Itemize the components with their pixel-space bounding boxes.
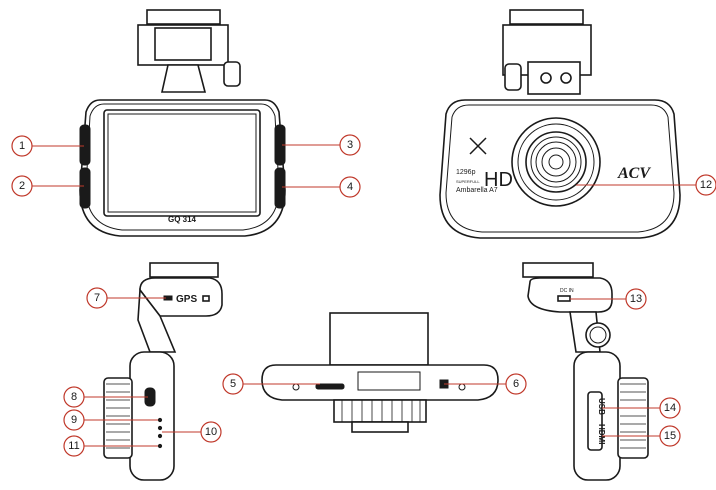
callout-label-11: 11 [68, 440, 79, 452]
callout-label-5: 5 [230, 378, 236, 390]
rear-mount-clip [509, 9, 584, 25]
callout-circle-8 [63, 386, 85, 408]
callout-label-13: 13 [630, 293, 642, 305]
side-right-port-panel [587, 391, 603, 451]
callout-circle-13 [625, 288, 647, 310]
bottom-sd-slot [315, 383, 345, 390]
front-view: GQ 314 [79, 9, 286, 237]
front-left-button-lower [79, 167, 91, 209]
rear-view: 1296p SUPERFULL HD Ambarella A7 ACV [439, 9, 681, 239]
side-right-mount-clip [522, 262, 594, 278]
callout-label-14: 14 [664, 402, 676, 414]
side-left-mount-clip [149, 262, 219, 278]
callout-label-7: 7 [94, 292, 100, 304]
side-left-gps-label: GPS [176, 294, 197, 305]
front-left-button-upper [79, 124, 91, 166]
callout-circle-14 [659, 397, 681, 419]
rear-body-inner [445, 104, 675, 233]
callout-circle-10 [200, 421, 222, 443]
rear-mount-joint [527, 61, 581, 95]
rear-mount-screw-right [560, 72, 572, 84]
callout-label-10: 10 [205, 426, 217, 438]
callout-label-2: 2 [19, 180, 25, 192]
bottom-lens-ridges [341, 400, 421, 422]
side-left-gps-housing [139, 277, 223, 317]
bottom-body [261, 364, 499, 401]
callout-label-3: 3 [347, 139, 353, 151]
callout-circle-9 [63, 409, 85, 431]
front-screen-inner [107, 113, 257, 213]
side-right-lens-barrel [617, 377, 649, 459]
front-mount-clip [146, 9, 221, 25]
rear-chip-label: Ambarella A7 [456, 187, 498, 194]
side-right-dc-port [557, 295, 571, 302]
callout-label-15: 15 [664, 430, 676, 442]
rear-mount-screw-left [540, 72, 552, 84]
bottom-lens-tip [351, 421, 409, 433]
front-screen [103, 109, 261, 217]
side-right-dc-in-label: DC IN [560, 288, 574, 294]
callout-circle-11 [63, 435, 85, 457]
side-left-led-1 [157, 417, 163, 423]
callout-circle-15 [659, 425, 681, 447]
side-left-lens-ridges [106, 383, 130, 449]
callout-label-8: 8 [71, 391, 77, 403]
side-left-lens-barrel [103, 377, 133, 459]
callout-circle-7 [86, 287, 108, 309]
side-view-right: DC IN USB HDMI [522, 262, 649, 481]
callout-label-9: 9 [71, 414, 77, 426]
side-left-gps-led [202, 295, 210, 302]
front-body-inner [85, 103, 280, 231]
side-left-mic [157, 443, 163, 449]
front-mount-neck [161, 64, 207, 93]
front-right-button-lower [274, 167, 286, 209]
side-left-led-2 [157, 425, 163, 431]
side-right-usb-label: USB [597, 398, 606, 415]
rear-x-logo [469, 137, 487, 155]
front-model-label: GQ 314 [168, 215, 197, 224]
side-view-left: GPS [103, 262, 223, 481]
side-right-dc-housing [527, 277, 613, 313]
rear-superfull-label: SUPERFULL [456, 179, 480, 184]
callout-circle-1 [11, 135, 33, 157]
callout-label-4: 4 [347, 181, 353, 193]
rear-hd-label: HD [484, 169, 513, 191]
callout-circle-6 [505, 373, 527, 395]
rear-brand-label: ACV [617, 165, 651, 182]
callouts: 1 2 3 4 5 6 7 8 9 10 [11, 134, 716, 457]
bottom-view [261, 312, 499, 433]
callout-label-1: 1 [19, 140, 25, 152]
front-mount-inner [154, 27, 212, 61]
side-right-hdmi-label: HDMI [597, 424, 606, 444]
callout-circle-12 [695, 174, 716, 196]
callout-circle-4 [339, 176, 361, 198]
callout-label-12: 12 [700, 179, 712, 191]
bottom-plate [357, 371, 421, 391]
side-right-knob-inner [589, 326, 607, 344]
rear-resolution-label: 1296p [456, 169, 476, 176]
callout-circle-5 [222, 373, 244, 395]
callout-label-6: 6 [513, 378, 519, 390]
bottom-mount [329, 312, 429, 366]
callout-circle-2 [11, 175, 33, 197]
rear-mount-knob [504, 63, 522, 91]
front-mount-knob [223, 61, 241, 87]
side-left-led-3 [157, 433, 163, 439]
side-left-body [129, 351, 175, 481]
rear-lens [511, 117, 601, 207]
callout-circle-3 [339, 134, 361, 156]
